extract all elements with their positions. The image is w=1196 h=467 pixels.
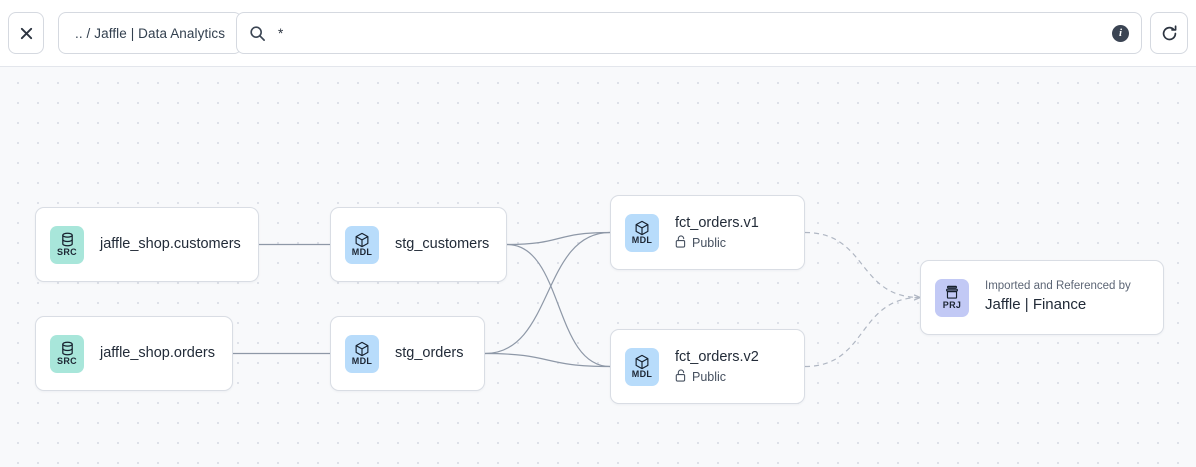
node-kind-label: MDL <box>351 356 373 366</box>
node-text: stg_customers <box>395 235 489 253</box>
graph-edge <box>484 231 611 355</box>
node-kind-label: MDL <box>631 235 653 245</box>
graph-edge <box>484 352 611 368</box>
node-supra-label: Imported and Referenced by <box>985 280 1131 293</box>
node-kind-badge: SRC <box>50 334 84 373</box>
toolbar: .. / Jaffle | Data Analytics i <box>0 0 1196 67</box>
project-icon <box>944 285 960 300</box>
node-title: stg_orders <box>395 345 464 362</box>
node-visibility-label: Public <box>692 236 727 251</box>
node-visibility: Public <box>675 235 759 251</box>
edge-layer <box>232 231 1196 368</box>
cube-icon <box>354 341 370 356</box>
graph-node[interactable]: MDL stg_orders <box>330 316 485 391</box>
node-text: Imported and Referenced by Jaffle | Finan… <box>985 279 1131 315</box>
node-kind-badge: MDL <box>345 225 379 264</box>
node-kind-label: SRC <box>57 247 77 257</box>
node-kind-label: MDL <box>351 247 373 257</box>
node-kind-label: SRC <box>57 356 77 366</box>
node-kind-badge: MDL <box>625 347 659 386</box>
unlock-icon <box>675 235 687 251</box>
node-title: stg_customers <box>395 236 490 253</box>
refresh-icon <box>1162 24 1176 40</box>
graph-edge <box>506 243 611 368</box>
breadcrumb-label: .. / Jaffle | Data Analytics <box>75 25 226 41</box>
refresh-button[interactable] <box>1150 12 1188 54</box>
cube-icon <box>634 220 650 235</box>
unlock-icon <box>675 369 687 385</box>
node-text: jaffle_shop.orders <box>100 344 215 362</box>
node-text: jaffle_shop.customers <box>100 235 241 253</box>
graph-node[interactable]: MDL stg_customers <box>330 207 507 282</box>
node-title: fct_orders.v2 <box>675 348 759 365</box>
graph-node[interactable]: SRC jaffle_shop.orders <box>35 316 233 391</box>
breadcrumb-button[interactable]: .. / Jaffle | Data Analytics <box>58 12 243 54</box>
close-button[interactable] <box>8 12 44 54</box>
node-visibility-label: Public <box>692 370 727 385</box>
info-icon[interactable]: i <box>1112 24 1129 42</box>
node-kind-label: MDL <box>631 369 653 379</box>
node-title: jaffle_shop.orders <box>100 345 216 362</box>
node-title: jaffle_shop.customers <box>100 236 241 253</box>
search-icon <box>249 25 266 42</box>
graph-edge <box>506 231 611 246</box>
search-bar[interactable]: i <box>236 12 1142 54</box>
node-title: Jaffle | Finance <box>985 296 1087 314</box>
node-kind-badge: SRC <box>50 225 84 264</box>
node-title: fct_orders.v1 <box>675 214 759 231</box>
graph-node[interactable]: SRC jaffle_shop.customers <box>35 207 259 282</box>
cube-icon <box>354 232 370 247</box>
node-kind-badge: MDL <box>345 334 379 373</box>
database-icon <box>60 341 75 356</box>
node-visibility: Public <box>675 369 759 385</box>
close-icon <box>20 27 32 39</box>
node-kind-badge: PRJ <box>935 278 969 317</box>
graph-edge <box>804 298 920 368</box>
cube-icon <box>634 354 650 369</box>
database-icon <box>60 232 75 247</box>
search-input[interactable] <box>278 25 1112 41</box>
graph-edge <box>804 231 920 298</box>
node-text: stg_orders <box>395 344 464 362</box>
node-kind-label: PRJ <box>942 300 962 310</box>
graph-node[interactable]: PRJ Imported and Referenced by Jaffle | Fi… <box>920 260 1164 335</box>
node-kind-badge: MDL <box>625 213 659 252</box>
